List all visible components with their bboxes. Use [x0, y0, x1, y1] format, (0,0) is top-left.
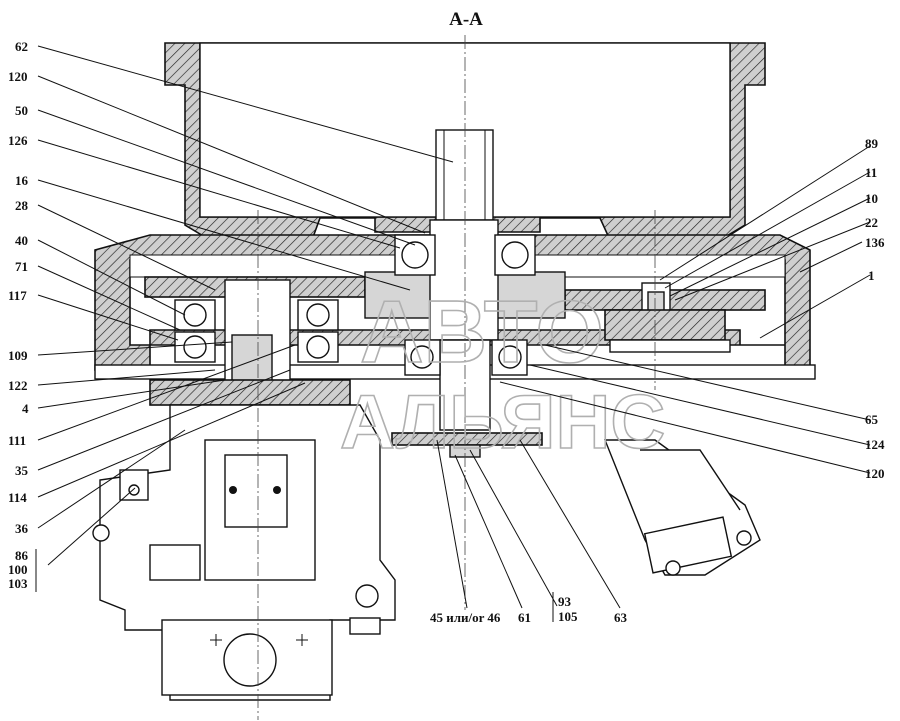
callout-22: 22 [865, 215, 878, 230]
callout-86: 86 [15, 548, 29, 563]
upper-bearing [394, 234, 536, 276]
callout-36: 36 [15, 521, 29, 536]
callout-45-46: 45 или/or 46 [430, 610, 501, 625]
hydraulic-motor [92, 404, 396, 701]
svg-text:АВТО: АВТО [360, 282, 604, 381]
callout-124: 124 [865, 437, 885, 452]
callout-103: 103 [8, 576, 28, 591]
callout-105: 105 [558, 609, 578, 624]
callout-50: 50 [15, 103, 28, 118]
callout-16: 16 [15, 173, 29, 188]
callout-28: 28 [15, 198, 29, 213]
watermark: АВТО АЛЬЯНС [339, 281, 666, 466]
callout-93: 93 [558, 594, 572, 609]
callout-10: 10 [865, 191, 878, 206]
callout-111: 111 [8, 433, 26, 448]
callout-62: 62 [15, 39, 28, 54]
callout-40: 40 [15, 233, 28, 248]
callout-136: 136 [865, 235, 885, 250]
callout-126: 126 [8, 133, 28, 148]
callout-100: 100 [8, 562, 28, 577]
callout-117: 117 [8, 288, 27, 303]
callout-114: 114 [8, 490, 27, 505]
angled-cylinder [603, 439, 761, 576]
callout-120-right: 120 [865, 466, 885, 481]
callout-11: 11 [865, 165, 877, 180]
callout-1: 1 [868, 268, 875, 283]
callout-61: 61 [518, 610, 531, 625]
central-shaft [391, 129, 543, 458]
callout-35: 35 [15, 463, 29, 478]
callouts-bottom: 45 или/or 46 61 93 105 63 [430, 594, 628, 625]
callout-89: 89 [865, 136, 879, 151]
callouts-left: 62 120 50 126 16 28 40 71 117 109 122 4 … [8, 39, 29, 591]
leader-lines [35, 45, 871, 622]
callout-65: 65 [865, 412, 879, 427]
planet-pin [604, 282, 731, 353]
left-bearing-stack [149, 279, 351, 411]
callout-120: 120 [8, 69, 28, 84]
callout-63: 63 [614, 610, 628, 625]
section-title: A-A [449, 9, 483, 30]
svg-text:АЛЬЯНС: АЛЬЯНС [340, 380, 665, 465]
callouts-right: 89 11 10 22 136 1 65 124 120 [865, 136, 885, 481]
callout-109: 109 [8, 348, 28, 363]
callout-122: 122 [8, 378, 28, 393]
callout-4: 4 [22, 401, 29, 416]
lower-bearing [404, 339, 528, 376]
callout-71: 71 [15, 259, 28, 274]
